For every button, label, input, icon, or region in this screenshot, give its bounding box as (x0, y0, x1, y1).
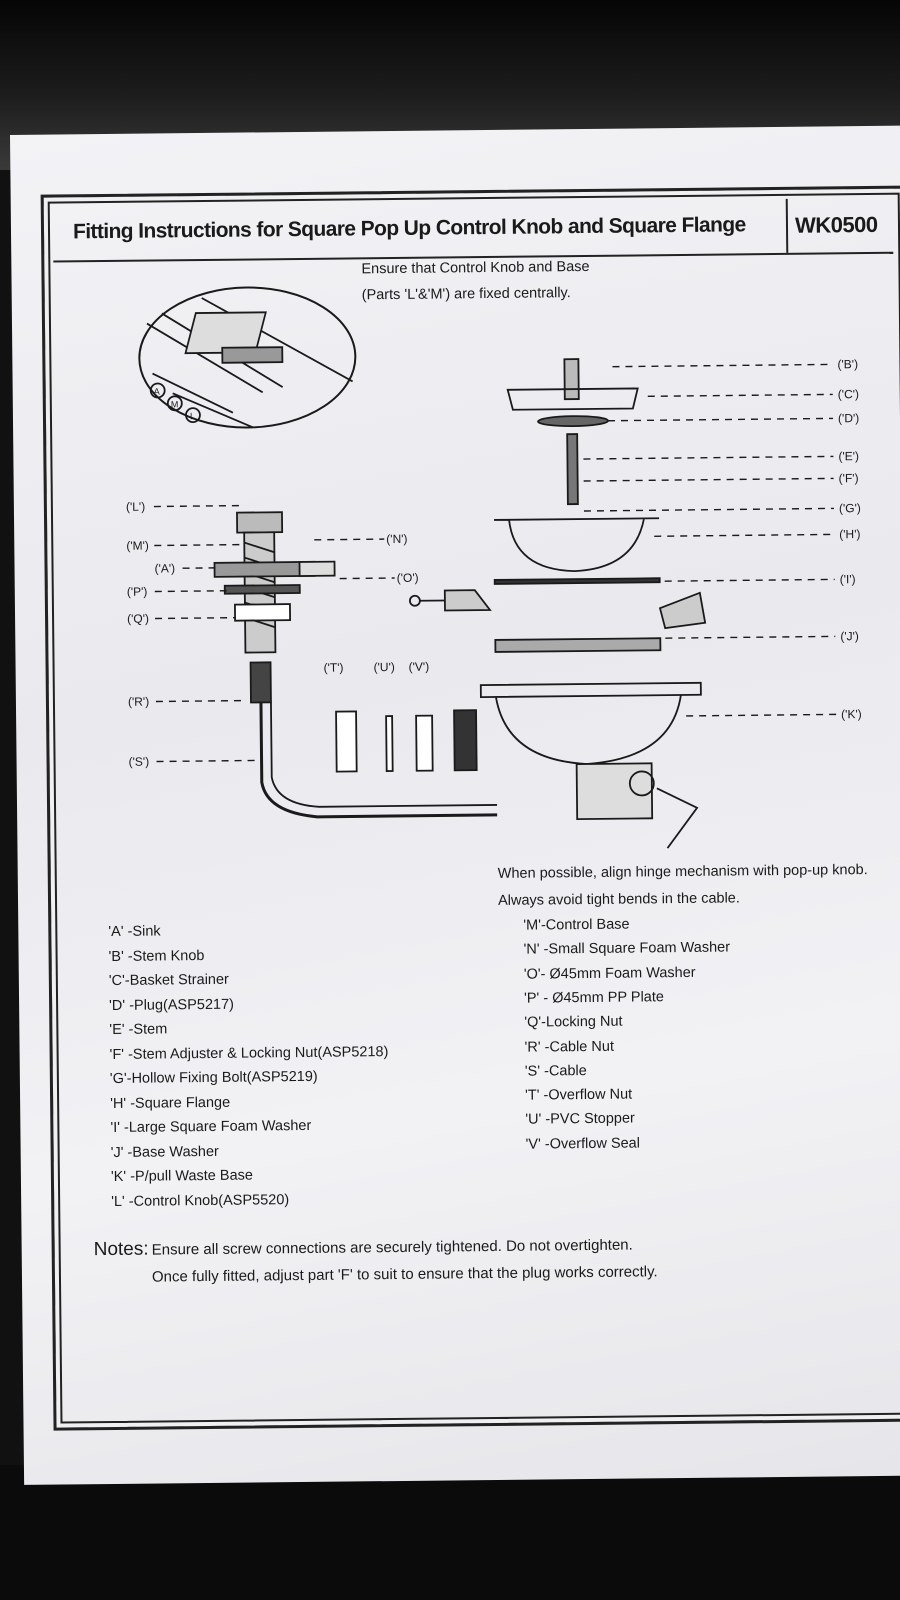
product-code: WK0500 (794, 211, 878, 238)
legend-right-item-7: 'T' -Overflow Nut (525, 1086, 633, 1104)
callout-T: ('T') (324, 661, 344, 675)
inset-callout-A: A (154, 386, 160, 396)
callout-N: ('N') (386, 532, 407, 546)
inset-callout-L: L (190, 411, 195, 421)
callout-L: ('L') (126, 500, 145, 514)
legend-left-item-8: 'I' -Large Square Foam Washer (110, 1117, 312, 1137)
callout-Q: ('Q') (127, 612, 149, 626)
inset-callout-M: M (171, 399, 179, 409)
legend-right-item-0: 'M'-Control Base (523, 916, 630, 934)
callout-J: ('J') (840, 629, 859, 643)
callouts-right: ('B') ('C') ('D') ('E') ('F') ('G') ('H'… (837, 357, 862, 721)
callout-I: ('I') (840, 572, 856, 586)
legend-right-item-3: 'P' - Ø45mm PP Plate (523, 989, 665, 1007)
callout-U: ('U') (374, 660, 395, 674)
legend-left-item-4: 'E' -Stem (109, 1021, 168, 1039)
callout-G: ('G') (839, 501, 861, 515)
instruction-sheet: Fitting Instructions for Square Pop Up C… (10, 125, 900, 1485)
background-bottom (0, 1465, 900, 1600)
legend-right-item-6: 'S' -Cable (524, 1062, 587, 1080)
callout-M: ('M') (126, 539, 149, 553)
leader-lines (153, 363, 837, 763)
callout-D: ('D') (838, 411, 859, 425)
callout-V: ('V') (409, 660, 430, 674)
exploded-assembly-diagram: A M L (126, 286, 862, 849)
legend-left-item-10: 'K' -P/pull Waste Base (110, 1167, 253, 1185)
callout-A: ('A') (154, 561, 175, 575)
callout-K: ('K') (841, 707, 862, 721)
callout-E: ('E') (838, 449, 859, 463)
control-knob-assembly (213, 511, 498, 819)
legend-right-item-1: 'N' -Small Square Foam Washer (523, 939, 731, 958)
legend-left-item-1: 'B' -Stem Knob (108, 947, 205, 965)
legend-left-item-2: 'C'-Basket Strainer (108, 971, 229, 990)
legend-right-item-8: 'U' -PVC Stopper (525, 1110, 635, 1129)
basket-strainer-stack (479, 358, 707, 849)
callout-R: ('R') (128, 695, 149, 709)
legend-left-item-6: 'G'-Hollow Fixing Bolt(ASP5219) (109, 1068, 318, 1088)
legend-left-item-5: 'F' -Stem Adjuster & Locking Nut(ASP5218… (109, 1043, 389, 1063)
callout-B: ('B') (837, 357, 858, 371)
legend-left-item-7: 'H' -Square Flange (110, 1094, 231, 1112)
callout-C: ('C') (838, 387, 859, 401)
notes-label: Notes: (93, 1238, 149, 1261)
callout-S: ('S') (128, 755, 149, 769)
legend-right-item-9: 'V' -Overflow Seal (525, 1135, 641, 1153)
legend-right-item-4: 'Q'-Locking Nut (524, 1013, 623, 1031)
legend-left-item-9: 'J' -Base Washer (110, 1143, 219, 1161)
callouts-middle: ('N') ('O') ('T') ('U') ('V') (324, 532, 430, 675)
callout-O: ('O') (397, 571, 419, 585)
callouts-left: ('L') ('M') ('A') ('P') ('Q') ('R') ('S'… (126, 500, 175, 769)
legend-right-item-2: 'O'- Ø45mm Foam Washer (523, 964, 696, 983)
callout-H: ('H') (839, 527, 860, 541)
callout-F: ('F') (839, 471, 859, 485)
legend-left-item-11: 'L' -Control Knob(ASP5520) (111, 1191, 290, 1210)
legend-left-item-0: 'A' -Sink (108, 923, 161, 941)
inset-callouts: A M L (149, 382, 201, 423)
legend-left-item-3: 'D' -Plug(ASP5217) (109, 996, 235, 1014)
legend-right-item-5: 'R' -Cable Nut (524, 1038, 615, 1056)
inset-detail-view (138, 286, 357, 429)
overflow-parts (335, 589, 492, 773)
callout-P: ('P') (127, 585, 148, 599)
hinge-note-line-2: Always avoid tight bends in the cable. (497, 890, 740, 909)
